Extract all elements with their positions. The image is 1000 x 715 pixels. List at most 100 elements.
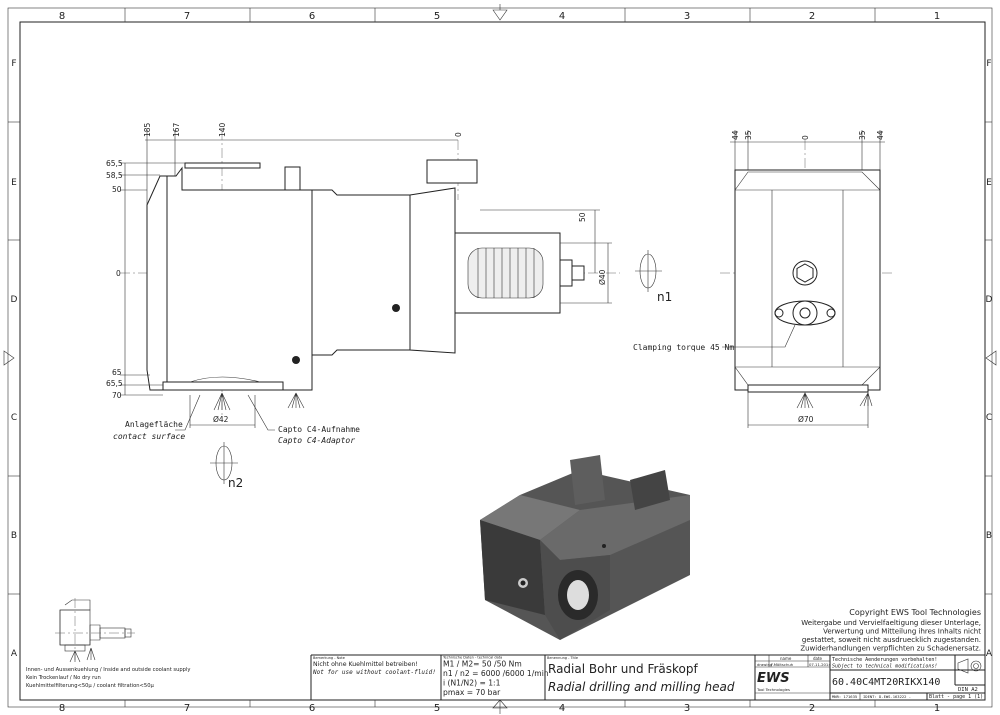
title-block: Bemerkung - Note Nicht ohne Kuehlmittel …	[310, 654, 985, 700]
drawing-label: 5	[434, 11, 440, 22]
drawing-label: DIN A2	[958, 687, 978, 693]
frame-ticks	[3, 4, 997, 714]
drawing-label: 65,5	[106, 159, 123, 168]
drawing-label: 8	[59, 11, 65, 22]
ews-logo: EWS	[757, 671, 790, 686]
drawing-label: 0	[801, 135, 810, 140]
rotation-n1-icon	[635, 250, 662, 292]
drawing-label: 44	[731, 130, 740, 140]
drawing-label: Capto C4-Aufnahme	[278, 425, 360, 434]
drawing-label: 8	[59, 703, 65, 714]
drawing-label: Kuehlmittelfilterung<50µ / coolant filtr…	[26, 683, 155, 689]
drawing-label: gestattet, soweit nicht ausdruecklich zu…	[802, 636, 981, 644]
drawing-label: 70	[112, 391, 122, 400]
coolant-note: Innen- und Aussenkuehlung / Inside and o…	[26, 667, 190, 689]
drawing-label: C	[986, 413, 992, 423]
screw-icon	[826, 308, 836, 318]
drawing-label: IDENT: D-EWS-163222 -	[863, 694, 911, 699]
drawing-label: 07.11.2014	[809, 662, 831, 667]
drawing-label: 35	[744, 130, 753, 140]
drawing-label: Blatt - page 1 (1)	[929, 694, 983, 700]
drawing-label: Verwertung und Mitteilung ihres Inhalts …	[823, 628, 981, 636]
drawing-label: 7	[184, 703, 190, 714]
drawing-label: 0	[454, 132, 463, 137]
drawing-label: Ø70	[798, 415, 814, 424]
drawing-label: 167	[172, 122, 181, 137]
drawing-label: date	[813, 656, 823, 661]
drawing-label: name	[780, 656, 792, 661]
drawing-label: Nicht ohne Kuehlmittel betreiben!	[313, 661, 418, 668]
drawing-label: F	[11, 59, 16, 69]
drawing-label: Not for use without coolant-fluid!	[312, 669, 436, 676]
drawing-label: 6	[309, 703, 315, 714]
drawing-label: Kein Trockenlauf / No dry run	[26, 675, 101, 681]
drawing-label: MNR: 171635	[832, 694, 857, 699]
drawing-label: 44	[876, 130, 885, 140]
drawing-label: 50	[112, 185, 122, 194]
thread	[467, 247, 544, 299]
drawing-label: A	[986, 649, 993, 659]
drawing-label: drawing	[757, 662, 773, 667]
drawing-label: Bemerkung - Note	[313, 656, 345, 660]
projection-symbol-icon	[957, 658, 982, 674]
drawing-label: 140	[218, 122, 227, 137]
drawing-label: contact surface	[113, 432, 185, 441]
drawing-label: 1	[934, 11, 940, 22]
drawing-label: 7	[184, 11, 190, 22]
drawing-label: M1 / M2= 50 /50 Nm	[443, 660, 522, 669]
drawing-label: 1	[934, 703, 940, 714]
drawing-label: D	[11, 295, 18, 305]
drawing-label: Zuwiderhandlungen verpflichten zu Schade…	[800, 645, 981, 653]
drawing-label: Benennung - Title	[547, 656, 578, 660]
drawing-label: pmax = 70 bar	[443, 688, 501, 697]
isometric-view	[480, 455, 690, 640]
hex-nut-icon	[796, 263, 814, 283]
drawing-label: Clamping torque 45 Nm	[633, 343, 734, 352]
drawing-label: 50	[578, 212, 587, 222]
drawing-label: A	[11, 649, 18, 659]
drawing-label: Anlagefläche	[125, 420, 183, 429]
drawing-label: Technische Aenderungen vorbehalten!	[832, 657, 937, 663]
drawing-label: Innen- und Aussenkuehlung / Inside and o…	[26, 667, 190, 673]
drawing-label: 2	[809, 11, 815, 22]
coolant-spray-icon	[213, 392, 305, 411]
drawing-label: F	[986, 59, 991, 69]
drawing-label: 3	[684, 11, 690, 22]
drawing-label: i (N1/N2) = 1:1	[443, 679, 501, 688]
drawing-label: Tool Technologies	[756, 687, 790, 692]
drawing-label: B	[986, 531, 992, 541]
drawing-label: Technische Daten - technical data	[442, 655, 502, 659]
coolant-plug-icon	[292, 356, 300, 364]
drawing-label: 2	[809, 703, 815, 714]
rotation-n2-icon	[210, 442, 238, 484]
coolant-spray-icon	[796, 392, 873, 409]
drawing-label: 4	[559, 703, 565, 714]
drawing-label: Ø40	[598, 269, 607, 285]
drawing-label: Radial Bohr und Fräskopf	[548, 662, 699, 676]
front-view: 44 35 0 35 44 Ø70 Clamping torque 45 Nm	[633, 130, 895, 428]
drawing-label: D	[986, 295, 993, 305]
screw-icon	[774, 308, 784, 318]
drawing-label: n2	[228, 476, 243, 490]
drawing-label: n1 / n2 = 6000 /6000 1/min	[443, 669, 549, 678]
coolant-plug-icon	[392, 304, 400, 312]
drawing-label: 60.40C4MT20RIKX140	[832, 677, 940, 688]
drawing-label: 58,5	[106, 171, 123, 180]
drawing-label: B	[11, 531, 17, 541]
coolant-schematic	[55, 598, 135, 663]
drawing-label: 35	[858, 130, 867, 140]
drawing-label: C	[11, 413, 17, 423]
drawing-label: E	[11, 178, 17, 188]
drawing-label: 65	[112, 368, 122, 377]
drawing-label: 6	[309, 11, 315, 22]
drawing-label: 0	[116, 269, 121, 278]
drawing-label: Capto C4-Adaptor	[278, 436, 355, 445]
drawing-label: Copyright EWS Tool Technologies	[849, 608, 981, 617]
drawing-label: 65,5	[106, 379, 123, 388]
copyright-notice: Copyright EWS Tool Technologies Weiterga…	[800, 608, 981, 653]
inner-frame	[19, 21, 986, 701]
drawing-label: 5	[434, 703, 440, 714]
